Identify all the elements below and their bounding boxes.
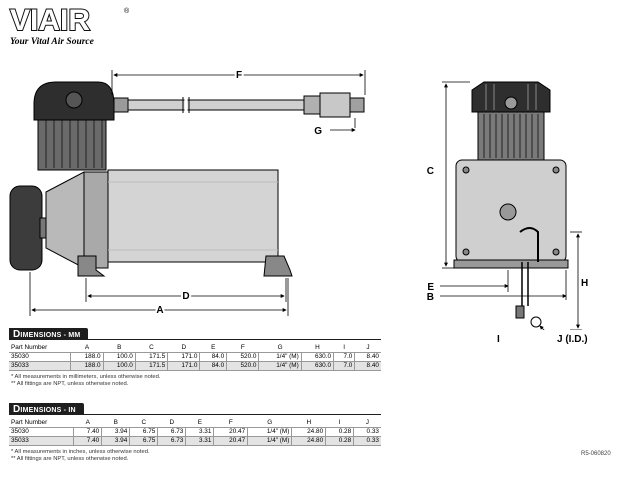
table-header-row: Part Number A B C D E F G H I J bbox=[9, 343, 381, 352]
col-a: A bbox=[84, 343, 90, 351]
col-f: F bbox=[228, 418, 233, 426]
note: ** All fittings are NPT, unless otherwis… bbox=[11, 455, 129, 462]
col-e: E bbox=[211, 343, 216, 351]
dimensions-in-header: DIMENSIONS - IN bbox=[9, 403, 381, 415]
note: * All measurements in inches, unless oth… bbox=[11, 448, 150, 455]
callout-a: A bbox=[156, 305, 163, 316]
table-row: 35030 7.40 3.94 6.75 6.73 3.31 20.47 1/4… bbox=[9, 426, 381, 436]
note: * All measurements in millimeters, unles… bbox=[11, 373, 161, 380]
col-f: F bbox=[240, 343, 245, 351]
viair-logo: VIAIR ® Your Vital Air Source bbox=[9, 4, 130, 48]
note: ** All fittings are NPT, unless otherwis… bbox=[11, 380, 129, 387]
col-i: I bbox=[338, 418, 341, 426]
dimensions-in-section: DIMENSIONS - IN Part Number A B C D E F … bbox=[9, 403, 381, 463]
col-j: J bbox=[365, 418, 369, 426]
col-e: E bbox=[197, 418, 203, 426]
logo-tagline: Your Vital Air Source bbox=[10, 37, 94, 47]
col-d: D bbox=[169, 418, 175, 426]
callout-h: H bbox=[581, 278, 588, 289]
dimensions-in-notes: * All measurements in inches, unless oth… bbox=[9, 449, 381, 463]
dimensions-mm-table: Part Number A B C D E F G H I J 35030 18… bbox=[9, 343, 381, 371]
col-j: J bbox=[366, 343, 370, 351]
col-a: A bbox=[85, 418, 90, 426]
side-view bbox=[9, 81, 365, 277]
document-number: R5-060820 bbox=[581, 451, 611, 457]
dimensions-mm-notes: * All measurements in millimeters, unles… bbox=[9, 374, 381, 388]
callout-d: D bbox=[182, 291, 189, 302]
col-g: G bbox=[267, 418, 273, 426]
col-b: B bbox=[117, 343, 122, 351]
col-part-number: Part Number bbox=[11, 343, 48, 351]
col-c: C bbox=[149, 343, 154, 351]
side-dimension-lines bbox=[29, 70, 366, 316]
col-c: C bbox=[141, 418, 147, 426]
col-h: H bbox=[306, 418, 312, 426]
front-view bbox=[453, 81, 569, 328]
registered-mark: ® bbox=[124, 8, 130, 15]
dimensions-mm-section: DIMENSIONS - MM Part Number A B C D E F … bbox=[9, 328, 381, 388]
callout-g: G bbox=[314, 126, 322, 137]
table-row: 35033 188.0 100.0 171.5 171.0 84.0 520.0… bbox=[9, 360, 381, 371]
col-d: D bbox=[181, 343, 187, 351]
dimensions-mm-title: DIMENSIONS - MM bbox=[9, 328, 89, 340]
callout-f: F bbox=[236, 70, 242, 81]
logo-wordmark: VIAIR bbox=[9, 4, 91, 37]
dimensions-mm-header: DIMENSIONS - MM bbox=[9, 328, 381, 340]
table-header-row: Part Number A B C D E F G H I J bbox=[9, 418, 381, 427]
col-g: G bbox=[277, 343, 283, 351]
callout-b: B bbox=[427, 292, 434, 303]
dimensions-in-table: Part Number A B C D E F G H I J 35030 7.… bbox=[9, 418, 381, 446]
table-row: 35030 188.0 100.0 171.5 171.0 84.0 520.0… bbox=[9, 351, 381, 361]
callout-i: I bbox=[497, 334, 500, 345]
front-dimension-lines bbox=[440, 81, 582, 330]
compressor-dimension-drawing: F G D A bbox=[9, 68, 590, 330]
col-h: H bbox=[315, 343, 320, 351]
col-i: I bbox=[343, 343, 346, 351]
callout-j: J (I.D.) bbox=[557, 334, 588, 345]
dimensions-in-title: DIMENSIONS - IN bbox=[9, 403, 84, 415]
col-b: B bbox=[113, 418, 118, 426]
callout-e: E bbox=[427, 282, 434, 293]
callout-c: C bbox=[427, 166, 434, 177]
table-row: 35033 7.40 3.94 6.75 6.73 3.31 20.47 1/4… bbox=[9, 435, 381, 446]
col-part-number: Part Number bbox=[11, 418, 48, 426]
